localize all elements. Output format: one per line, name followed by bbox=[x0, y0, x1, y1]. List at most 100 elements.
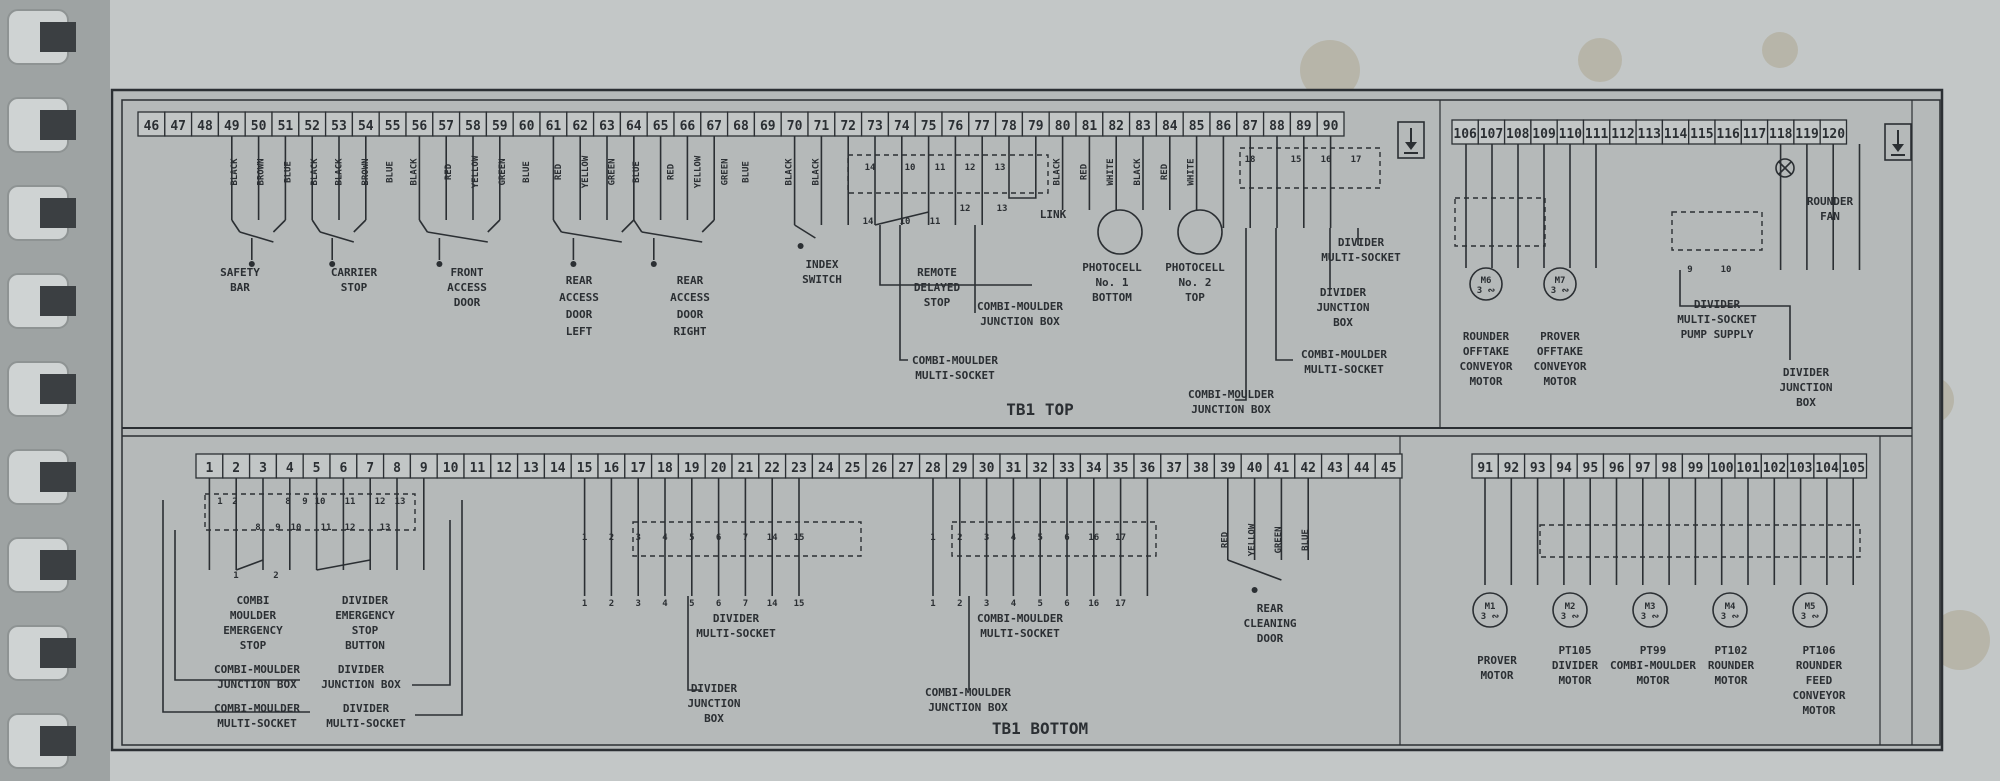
pin-number: 15 bbox=[794, 533, 805, 543]
socket-outline-motors bbox=[1539, 524, 1861, 558]
motor-circle-bottom bbox=[1552, 592, 1588, 628]
wiring-lines bbox=[162, 136, 1861, 716]
link-label: LINK bbox=[1040, 208, 1067, 221]
pin-number: 6 bbox=[716, 599, 721, 609]
pin-number: 10 bbox=[291, 523, 302, 533]
pin-number: 1 bbox=[582, 599, 587, 609]
wire-line bbox=[319, 231, 355, 243]
terminal-cell bbox=[780, 111, 809, 137]
label-line: MOTOR bbox=[1802, 704, 1835, 717]
label-line: COMBI-MOULDER bbox=[912, 354, 998, 367]
trunking-slot bbox=[40, 726, 76, 756]
motor-name: M4 bbox=[1725, 602, 1736, 612]
label-line: ACCESS bbox=[670, 291, 710, 304]
label-line: REAR bbox=[566, 274, 593, 287]
terminal-number: 35 bbox=[1113, 461, 1129, 476]
terminal-number: 91 bbox=[1477, 461, 1493, 476]
terminal-cell bbox=[463, 453, 492, 479]
wire-colour-label: RED bbox=[1079, 163, 1089, 180]
terminal-cell bbox=[1582, 119, 1611, 145]
terminal-number: 33 bbox=[1059, 461, 1075, 476]
wire-line bbox=[621, 219, 635, 233]
label-line: TOP bbox=[1185, 291, 1205, 304]
wire-colour-label: RED bbox=[1220, 531, 1230, 548]
wire-colour-label: WHITE bbox=[1106, 158, 1116, 185]
terminal-cell bbox=[1609, 119, 1637, 145]
label-line: DIVIDER bbox=[1320, 286, 1367, 299]
wire-line bbox=[1679, 270, 1791, 360]
wire-line bbox=[418, 219, 429, 233]
label-line: MOTOR bbox=[1469, 375, 1502, 388]
wire-line bbox=[794, 224, 816, 239]
switch-actuator bbox=[570, 261, 577, 267]
wire-line bbox=[415, 500, 463, 716]
terminal-number: 112 bbox=[1611, 127, 1634, 142]
label-line: BOX bbox=[1796, 396, 1816, 409]
label-line: PT99 bbox=[1640, 644, 1667, 657]
label-line: DIVIDER bbox=[1783, 366, 1830, 379]
label-line: RIGHT bbox=[673, 325, 706, 338]
wire-colour-label: BLACK bbox=[230, 158, 240, 186]
motor-name: M7 bbox=[1555, 276, 1566, 286]
terminal-number: 36 bbox=[1140, 461, 1156, 476]
terminal-number: 79 bbox=[1028, 119, 1044, 134]
pin-number: 13 bbox=[380, 523, 391, 533]
pin-number: 12 bbox=[965, 163, 976, 173]
label-line: MOTOR bbox=[1714, 674, 1747, 687]
terminal-number: 80 bbox=[1055, 119, 1071, 134]
terminal-number: 45 bbox=[1381, 461, 1397, 476]
pin-number: 13 bbox=[997, 204, 1008, 214]
terminal-cell bbox=[646, 111, 675, 137]
terminal-cell bbox=[726, 111, 756, 137]
terminal-number: 89 bbox=[1296, 119, 1312, 134]
pin-number: 15 bbox=[794, 599, 805, 609]
terminal-number: 104 bbox=[1815, 461, 1839, 476]
terminal-cell bbox=[1708, 453, 1736, 479]
terminal-cell bbox=[1786, 453, 1815, 479]
label-line: FAN bbox=[1820, 210, 1840, 223]
terminal-number: 23 bbox=[791, 461, 807, 476]
pin-number: 12 bbox=[345, 523, 356, 533]
terminal-number: 98 bbox=[1661, 461, 1677, 476]
terminal-cell bbox=[1213, 453, 1242, 479]
pin-number: 10 bbox=[1721, 265, 1732, 275]
motor-rating: 3 ∾ bbox=[1551, 286, 1570, 296]
plate-inner-border bbox=[121, 99, 1941, 746]
label-line: ACCESS bbox=[559, 291, 599, 304]
terminal-number: 38 bbox=[1193, 461, 1209, 476]
photocell-symbol bbox=[1097, 209, 1143, 255]
terminal-number: 93 bbox=[1530, 461, 1546, 476]
terminal-cell bbox=[1471, 453, 1499, 479]
terminal-number: 63 bbox=[599, 119, 615, 134]
label-line: EMERGENCY bbox=[223, 624, 283, 637]
pin-number: 2 bbox=[609, 599, 614, 609]
terminal-number: 29 bbox=[952, 461, 968, 476]
terminal-number: 43 bbox=[1327, 461, 1343, 476]
motor-circle-bottom bbox=[1472, 592, 1508, 628]
wire-line bbox=[899, 225, 908, 361]
pin-number: 4 bbox=[1011, 533, 1017, 543]
label-line: COMBI-MOULDER bbox=[977, 612, 1063, 625]
trunking-slot bbox=[40, 110, 76, 140]
pin-number: 4 bbox=[662, 533, 668, 543]
pin-number: 1 bbox=[582, 533, 587, 543]
plate-outer-border bbox=[110, 88, 1944, 752]
motor-rating: 3 ∾ bbox=[1481, 612, 1500, 622]
pin-number: 7 bbox=[743, 599, 748, 609]
terminal-cell bbox=[275, 453, 304, 479]
wire-line bbox=[487, 219, 501, 233]
terminal-cell bbox=[329, 453, 358, 479]
label-line: JUNCTION BOX bbox=[321, 678, 401, 691]
terminal-number: 108 bbox=[1506, 127, 1530, 142]
terminal-number: 55 bbox=[385, 119, 401, 134]
terminal-number: 119 bbox=[1795, 127, 1818, 142]
label-line: DOOR bbox=[566, 308, 593, 321]
wire-line bbox=[552, 219, 563, 233]
